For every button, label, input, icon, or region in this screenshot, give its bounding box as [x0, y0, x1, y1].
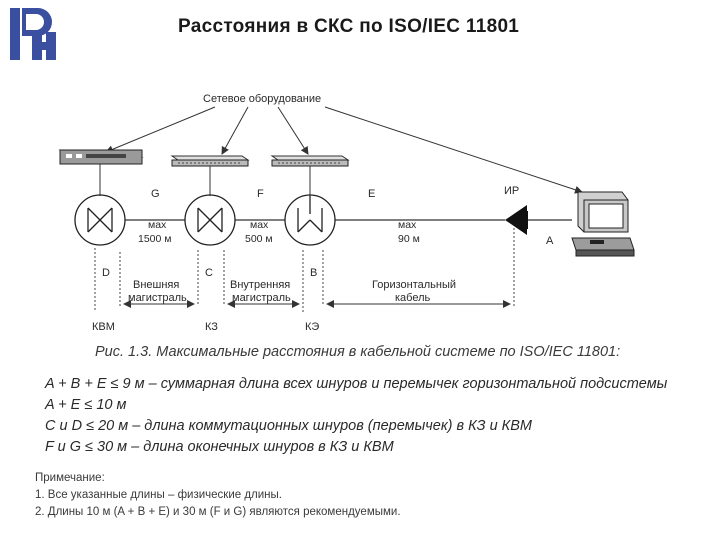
distance-value: 90 м	[398, 233, 420, 245]
note-block: Примечание: 1. Все указанные длины – физ…	[35, 470, 401, 521]
node-kz: КЗ	[205, 321, 218, 333]
formula-list: A + B + E ≤ 9 м – суммарная длина всех ш…	[45, 374, 667, 458]
crossconnect-kz	[184, 194, 236, 246]
computer-icon	[571, 191, 635, 257]
equipment-arrows	[105, 106, 583, 194]
distance-value: 1500 м	[138, 233, 172, 245]
span-label: Горизонтальный	[372, 279, 456, 291]
label-a: A	[546, 235, 554, 247]
note-title: Примечание:	[35, 472, 105, 484]
label-f: F	[257, 188, 264, 200]
figure-caption: Рис. 1.3. Максимальные расстояния в кабе…	[95, 344, 621, 360]
university-logo-icon	[6, 6, 58, 62]
span-label: кабель	[395, 292, 431, 304]
span-label: Внешняя	[133, 279, 179, 291]
patch-panel-icon	[170, 155, 250, 167]
distance-label: мах	[250, 219, 269, 231]
span-label: магистраль	[232, 292, 291, 304]
network-equipment-label: Сетевое оборудование	[203, 93, 321, 105]
label-e: E	[368, 188, 375, 200]
formula-item: A + B + E ≤ 9 м – суммарная длина всех ш…	[45, 376, 668, 392]
point-d: D	[102, 267, 110, 279]
patch-panel-icon	[270, 155, 350, 167]
distance-value: 500 м	[245, 233, 273, 245]
crossconnect-kvm	[74, 194, 126, 246]
university-logo	[4, 2, 62, 64]
label-ir: ИР	[504, 185, 519, 197]
outlet-arrow-icon	[505, 205, 528, 235]
note-item: 2. Длины 10 м (A + B + E) и 30 м (F и G)…	[35, 506, 401, 518]
label-g: G	[151, 188, 160, 200]
distance-label: мах	[148, 219, 167, 231]
span-label: магистраль	[128, 292, 187, 304]
span-label: Внутренняя	[230, 279, 290, 291]
note-item: 1. Все указанные длины – физические длин…	[35, 489, 282, 501]
point-b: B	[310, 267, 317, 279]
span-boundaries	[94, 228, 515, 312]
slide-title: Расстояния в СКС по ISO/IEC 11801	[178, 16, 520, 37]
formula-item: A + E ≤ 10 м	[45, 397, 127, 413]
distance-label: мах	[398, 219, 417, 231]
device-links	[99, 164, 311, 196]
point-c: C	[205, 267, 213, 279]
network-switch-icon	[58, 149, 144, 165]
crossconnect-ke	[284, 194, 336, 246]
node-kvm: КВМ	[92, 321, 115, 333]
node-ke: КЭ	[305, 321, 319, 333]
formula-item: C и D ≤ 20 м – длина коммутационных шнур…	[45, 418, 532, 434]
formula-item: F и G ≤ 30 м – длина оконечных шнуров в …	[45, 439, 394, 455]
